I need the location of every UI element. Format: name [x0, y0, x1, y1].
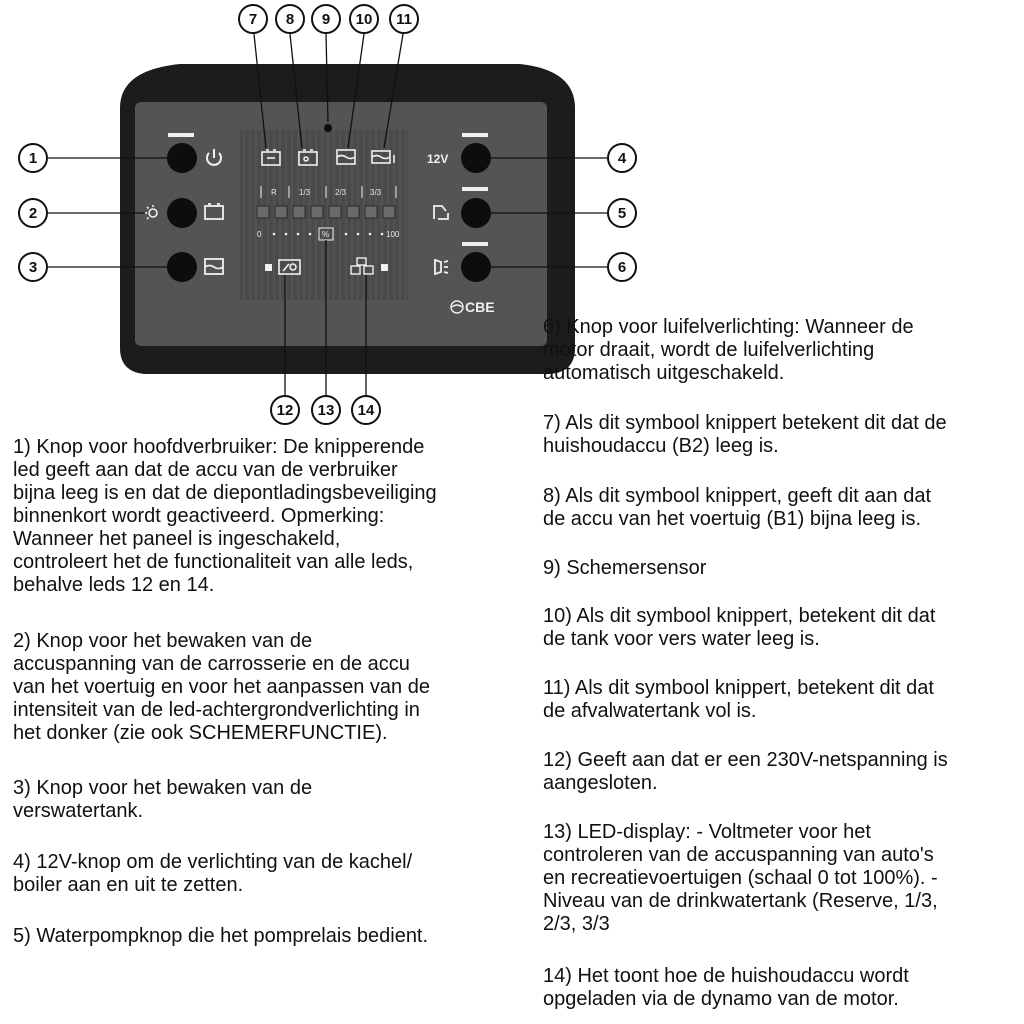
water-pump-icon — [433, 205, 449, 220]
legend-item-3: 3) Knop voor het bewaken van de verswate… — [13, 777, 313, 822]
level-label-reserve: R — [271, 188, 277, 197]
callout-9: 9 — [322, 11, 330, 28]
callout-10: 10 — [356, 11, 373, 28]
awning-light-button[interactable] — [461, 252, 491, 282]
button-12v-label: 12V — [427, 152, 448, 166]
legend-item-8: 8) Als dit symbool knippert, geeft dit a… — [543, 485, 931, 530]
callout-5: 5 — [618, 205, 626, 222]
cbe-logo-icon — [450, 300, 464, 314]
dynamo-charging-icon — [350, 257, 374, 275]
scale-dots — [272, 232, 384, 236]
callout-lines — [48, 33, 608, 396]
legend-item-4: 4) 12V-knop om de verlichting van de kac… — [13, 851, 413, 896]
legend-item-1: 1) Knop voor hoofdverbruiker: De knipper… — [13, 436, 437, 596]
callout-7: 7 — [249, 11, 257, 28]
callout-6: 6 — [618, 259, 626, 276]
legend-item-6: 6) Knop voor luifelverlichting: Wanneer … — [543, 316, 914, 384]
household-battery-icon — [261, 149, 281, 166]
legend-item-12: 12) Geeft aan dat er een 230V-netspannin… — [543, 749, 948, 794]
battery-icon — [204, 203, 224, 220]
water-tank-icon — [204, 258, 224, 275]
led-bar-5 — [462, 187, 488, 191]
main-consumer-button[interactable] — [167, 143, 197, 173]
legend-item-5: 5) Waterpompknop die het pomprelais bedi… — [13, 925, 429, 947]
percent-label: % — [322, 230, 329, 239]
led-bar-6 — [462, 242, 488, 246]
fresh-water-button[interactable] — [167, 252, 197, 282]
power-icon — [206, 149, 222, 166]
level-scale-ticks — [260, 186, 397, 198]
awning-light-icon — [434, 259, 449, 275]
callout-3: 3 — [29, 259, 37, 276]
callout-1: 1 — [29, 150, 37, 167]
fresh-water-tank-icon — [336, 149, 356, 165]
legend-item-7: 7) Als dit symbool knippert betekent dit… — [543, 412, 947, 457]
callout-8: 8 — [286, 11, 294, 28]
dynamo-led — [381, 264, 388, 271]
brightness-icon — [145, 205, 158, 220]
twilight-sensor — [324, 124, 332, 132]
level-label-3-3: 3/3 — [370, 188, 382, 197]
callout-2: 2 — [29, 205, 37, 222]
legend-item-13: 13) LED-display: - Voltmeter voor het co… — [543, 821, 938, 935]
callout-14: 14 — [358, 402, 375, 419]
control-panel-diagram: 12V R 1/3 2/3 3/3 0 — [18, 4, 637, 425]
legend-item-2: 2) Knop voor het bewaken van de accuspan… — [13, 630, 430, 744]
heater-12v-button[interactable] — [461, 143, 491, 173]
led-bar-4 — [462, 133, 488, 137]
legend-item-11: 11) Als dit symbool knippert, betekent d… — [543, 677, 934, 722]
level-label-2-3: 2/3 — [335, 188, 347, 197]
scale-max-label: 100 — [386, 230, 400, 239]
mains-plug-icon — [278, 259, 301, 275]
battery-monitor-button[interactable] — [167, 198, 197, 228]
callout-4: 4 — [618, 150, 627, 167]
callout-11: 11 — [396, 11, 412, 28]
scale-min-label: 0 — [257, 230, 262, 239]
legend-item-9: 9) Schemersensor — [543, 557, 707, 579]
led-display-segments — [256, 205, 396, 219]
legend-item-14: 14) Het toont hoe de huishoudaccu wordt … — [543, 965, 909, 1010]
level-label-1-3: 1/3 — [299, 188, 311, 197]
waste-water-tank-icon — [371, 150, 395, 164]
led-bar-1 — [168, 133, 194, 137]
mains-led — [265, 264, 272, 271]
callout-circles — [18, 4, 637, 425]
callout-12: 12 — [277, 402, 294, 419]
brand-logo: CBE — [465, 299, 495, 315]
callout-13: 13 — [318, 402, 335, 419]
legend-item-10: 10) Als dit symbool knippert, betekent d… — [543, 605, 936, 650]
vehicle-battery-icon — [298, 149, 318, 166]
water-pump-button[interactable] — [461, 198, 491, 228]
